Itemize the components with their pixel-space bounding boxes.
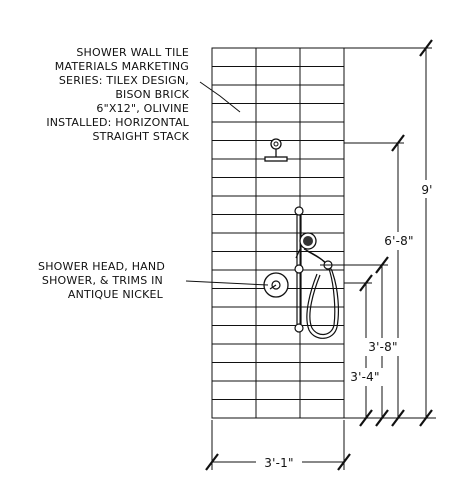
tile-note-line-1: SHOWER WALL TILE	[76, 46, 189, 59]
tile-wall	[211, 47, 345, 419]
tile-note-line-2: MATERIALS MARKETING	[55, 60, 189, 73]
tile-note-line-7: STRAIGHT STACK	[92, 130, 189, 143]
tile-note-line-6: INSTALLED: HORIZONTAL	[46, 116, 189, 129]
tile-note-line-4: BISON BRICK	[115, 88, 189, 101]
fixture-note-leader	[185, 280, 269, 286]
tile-note-leader	[199, 81, 241, 113]
hand-shower-hose	[303, 248, 339, 339]
tile-material-note: SHOWER WALL TILE MATERIALS MARKETING SER…	[46, 46, 189, 143]
fixture-note-line-3: ANTIQUE NICKEL	[68, 288, 164, 301]
dimension-label-3ft8in: 3'-8"	[368, 340, 397, 354]
dimension-label-6ft8in: 6'-8"	[384, 234, 413, 248]
hand-shower-slide-bar	[294, 206, 304, 333]
tile-grid	[212, 48, 344, 418]
dimension-label-3ft4in: 3'-4"	[350, 370, 379, 384]
fixture-note-line-1: SHOWER HEAD, HAND	[38, 260, 165, 273]
fixture-finish-note: SHOWER HEAD, HAND SHOWER, & TRIMS IN ANT…	[38, 260, 165, 301]
rain-shower-head	[264, 138, 288, 162]
dimension-lines	[205, 39, 436, 471]
hand-shower-head	[295, 232, 317, 259]
tile-note-line-5: 6"X12", OLIVINE	[96, 102, 189, 115]
valve-trim	[263, 272, 289, 298]
fixture-note-line-2: SHOWER, & TRIMS IN	[42, 274, 163, 287]
dimension-label-9ft: 9'	[421, 183, 432, 197]
leader-lines	[185, 81, 269, 286]
dimension-labels: 9' 6'-8" 3'-8" 3'-4" 3'-1"	[256, 180, 435, 470]
tile-note-line-3: SERIES: TILEX DESIGN,	[59, 74, 189, 87]
dimension-label-3ft1in: 3'-1"	[264, 456, 293, 470]
